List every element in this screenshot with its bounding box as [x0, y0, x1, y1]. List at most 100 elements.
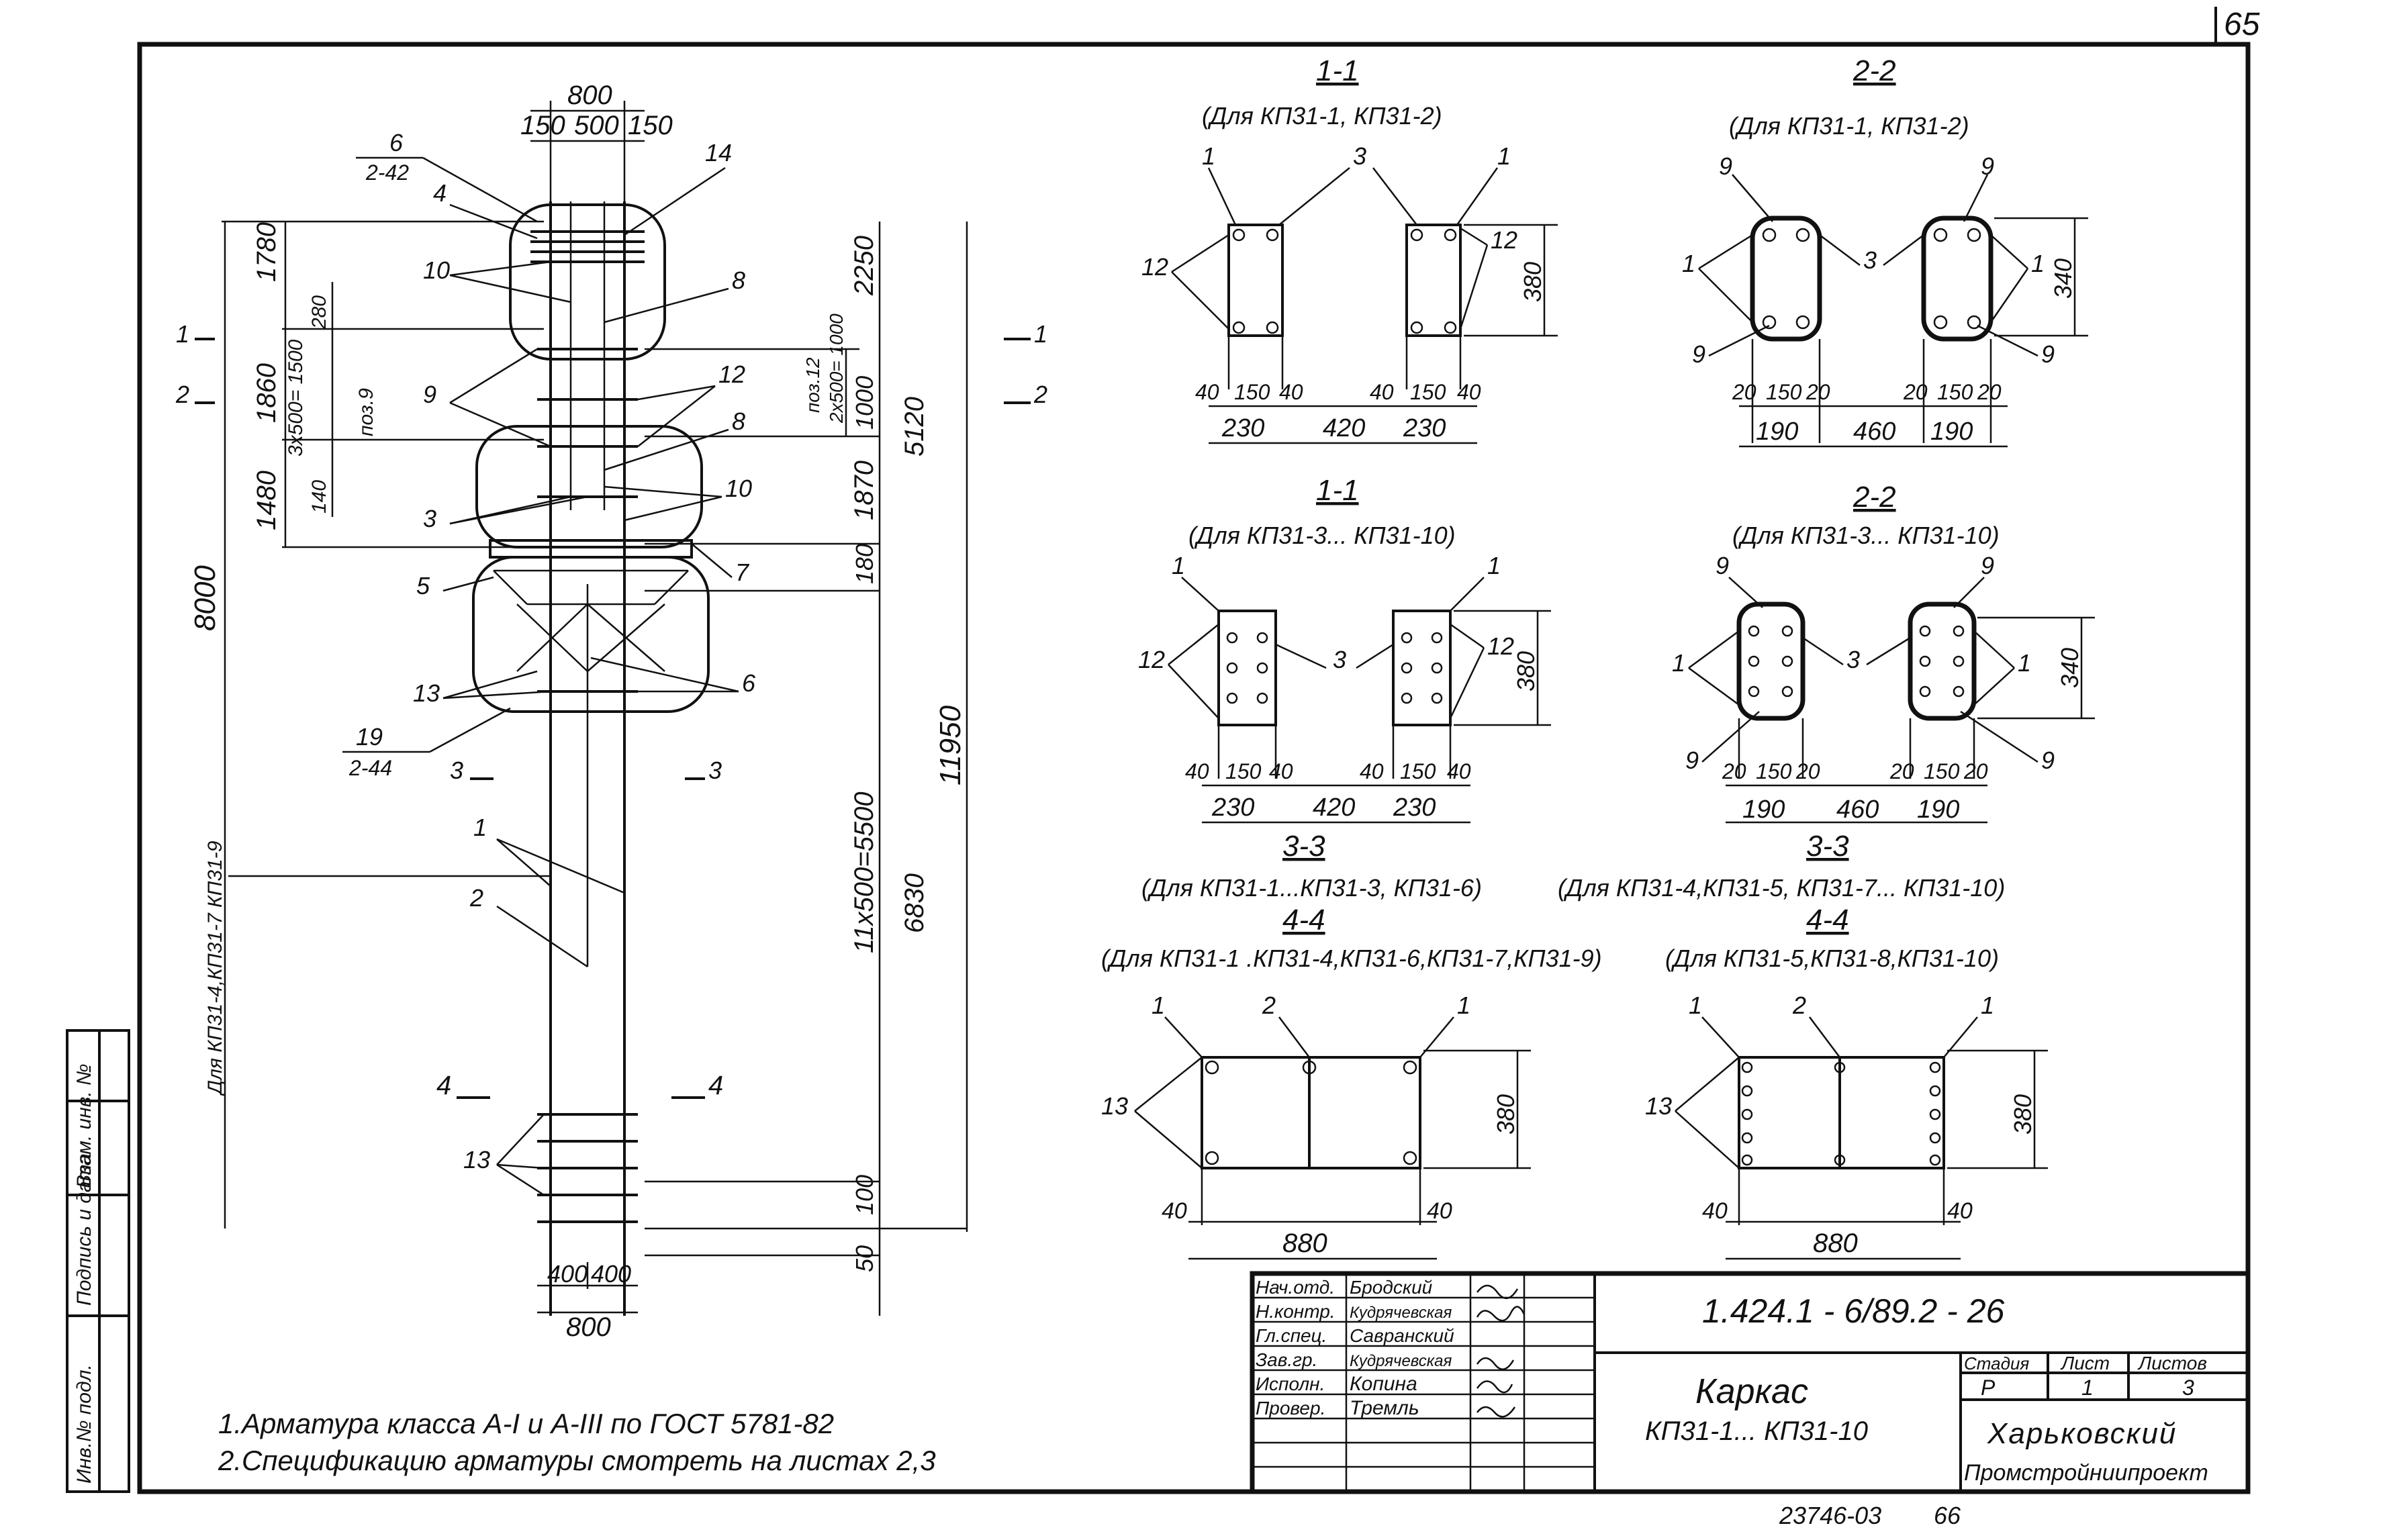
sec-callout-9c: 9 [1692, 340, 1705, 368]
tb-name: Бродский [1350, 1277, 1433, 1298]
sec-dim: 190 [1930, 418, 1973, 446]
sec-callout-12: 12 [1138, 646, 1165, 673]
callout-13-lower: 13 [463, 1146, 490, 1173]
dim-right-100: 100 [851, 1175, 878, 1215]
strip-signature-date: Подпись и дата [73, 1153, 95, 1306]
section-title: 3-3 [1282, 830, 1325, 863]
tb-org-1: Харьковский [1987, 1417, 2177, 1450]
dim-right-180: 180 [851, 544, 878, 584]
sec-dim: 230 [1403, 414, 1446, 442]
section-title: 3-3 [1806, 830, 1849, 863]
section-mark-1-right: 1 [1034, 320, 1047, 348]
sec-callout-13: 13 [1101, 1092, 1128, 1120]
sec-dim: 40 [1162, 1198, 1187, 1224]
sec-dim: 230 [1393, 793, 1436, 822]
sec-dim: 150 [1924, 759, 1960, 783]
tb-role: Гл.спец. [1256, 1325, 1327, 1346]
tb-org-2: Промстройниипроект [1964, 1460, 2208, 1486]
sec-callout-9: 9 [1719, 152, 1732, 180]
callout-7: 7 [735, 559, 750, 586]
tb-role: Зав.гр. [1256, 1349, 1317, 1370]
sec-callout-1: 1 [1682, 250, 1695, 277]
sec-dim-height: 380 [1492, 1094, 1519, 1135]
signature-3 [1476, 1357, 1515, 1370]
section-mark-2-right: 2 [1033, 381, 1047, 408]
dim-right-50: 50 [851, 1245, 878, 1272]
sec-dim: 40 [1279, 380, 1303, 404]
tb-role: Н.контр. [1256, 1301, 1335, 1322]
sec-callout-1: 1 [1152, 992, 1165, 1019]
note-1: 1.Арматура класса А-I и А-III по ГОСТ 57… [218, 1408, 834, 1439]
sec-dim: 20 [1889, 759, 1914, 783]
dim-right-6830: 6830 [900, 873, 929, 933]
sec-dim: 150 [1234, 380, 1270, 404]
sec-callout-1b: 1 [2018, 649, 2031, 677]
section-title: 2-2 [1853, 481, 1896, 514]
sec-dim: 150 [1766, 380, 1802, 404]
sec-dim: 420 [1313, 793, 1355, 822]
dim-inner-280: 280 [308, 295, 330, 330]
callout-4: 4 [433, 179, 447, 207]
tb-stage-label: Стадия [1964, 1353, 2029, 1374]
section-subtitle: (Для КП31-3... КП31-10) [1732, 522, 2000, 549]
sec-dim: 460 [1853, 418, 1895, 446]
sec-callout-3: 3 [1846, 646, 1860, 673]
dim-right-1870: 1870 [849, 461, 879, 520]
dim-top-right: 150 [628, 111, 673, 140]
doc-number: 1.424.1 - 6/89.2 - 26 [1702, 1292, 2005, 1330]
sec-callout-9: 9 [1716, 552, 1729, 579]
sec-dim: 40 [1185, 759, 1209, 783]
signature-5 [1476, 1406, 1516, 1418]
callout-8-mid: 8 [732, 407, 745, 435]
section-subtitle: (Для КП31-4,КП31-5, КП31-7... КП31-10) [1558, 874, 2005, 902]
tb-role: Провер. [1256, 1398, 1325, 1418]
callout-2-42: 2-42 [365, 160, 409, 185]
dim-left-1860: 1860 [252, 363, 281, 423]
section-mark-4-left: 4 [436, 1071, 451, 1100]
callout-10-top: 10 [423, 256, 450, 284]
sec-callout-2: 2 [1262, 992, 1276, 1019]
dim-right-pos12: поз.12 [802, 357, 823, 413]
signature-4 [1476, 1380, 1513, 1394]
sec-dim: 20 [1806, 380, 1830, 404]
dim-left-8000: 8000 [189, 565, 222, 631]
sec-dim: 420 [1323, 414, 1365, 442]
sec-callout-1b: 1 [1497, 142, 1511, 170]
sec-dim: 40 [1195, 380, 1219, 404]
sec-callout-1b: 1 [2031, 250, 2045, 277]
section-mark-3-right: 3 [708, 757, 722, 784]
callout-12-main: 12 [718, 360, 745, 388]
sec-dim-height: 380 [1512, 651, 1540, 691]
sec-callout-1b: 1 [1487, 552, 1501, 579]
callout-1: 1 [473, 814, 487, 841]
callout-14: 14 [705, 139, 732, 166]
dim-top-mid: 500 [574, 111, 619, 140]
section-mark-2-left: 2 [175, 381, 189, 408]
sec-dim-height: 340 [2049, 258, 2077, 299]
section-mark-4-right: 4 [708, 1071, 723, 1100]
callout-8-top: 8 [732, 267, 745, 294]
side-note-variants: Для КП31-4,КП31-7 КП31-9 [204, 840, 226, 1096]
strip-replacement-inv: Взам. инв. № [73, 1063, 95, 1188]
sec-callout-1: 1 [1172, 552, 1185, 579]
dim-right-1000: 1000 [851, 376, 878, 430]
tb-role: Исполн. [1256, 1374, 1325, 1394]
sec-dim: 150 [1400, 759, 1436, 783]
tb-name: Кудрячевская [1350, 1304, 1452, 1322]
tb-sheets-value: 3 [2182, 1376, 2194, 1400]
sec-dim: 150 [1937, 380, 1973, 404]
tb-name: Копина [1350, 1373, 1417, 1395]
sec-dim: 40 [1269, 759, 1293, 783]
sheet-frame [137, 42, 2251, 1494]
sec-callout-9d: 9 [2041, 340, 2055, 368]
sec-dim: 150 [1410, 380, 1446, 404]
note-2: 2.Спецификацию арматуры смотреть на лист… [218, 1445, 936, 1476]
section-title: 1-1 [1316, 54, 1359, 87]
dim-bottom-right: 400 [591, 1260, 631, 1288]
sec-dim: 150 [1756, 759, 1792, 783]
sec-dim: 40 [1370, 380, 1394, 404]
section-1-1-a: 1-1 (Для КП31-1, КП31-2) 1 3 1 12 12 380… [1141, 54, 1558, 444]
section-subtitle-2: (Для КП31-1 .КП31-4,КП31-6,КП31-7,КП31-9… [1101, 945, 1602, 972]
sec-callout-12b: 12 [1491, 226, 1517, 254]
section-subtitle: (Для КП31-1, КП31-2) [1729, 112, 1969, 140]
